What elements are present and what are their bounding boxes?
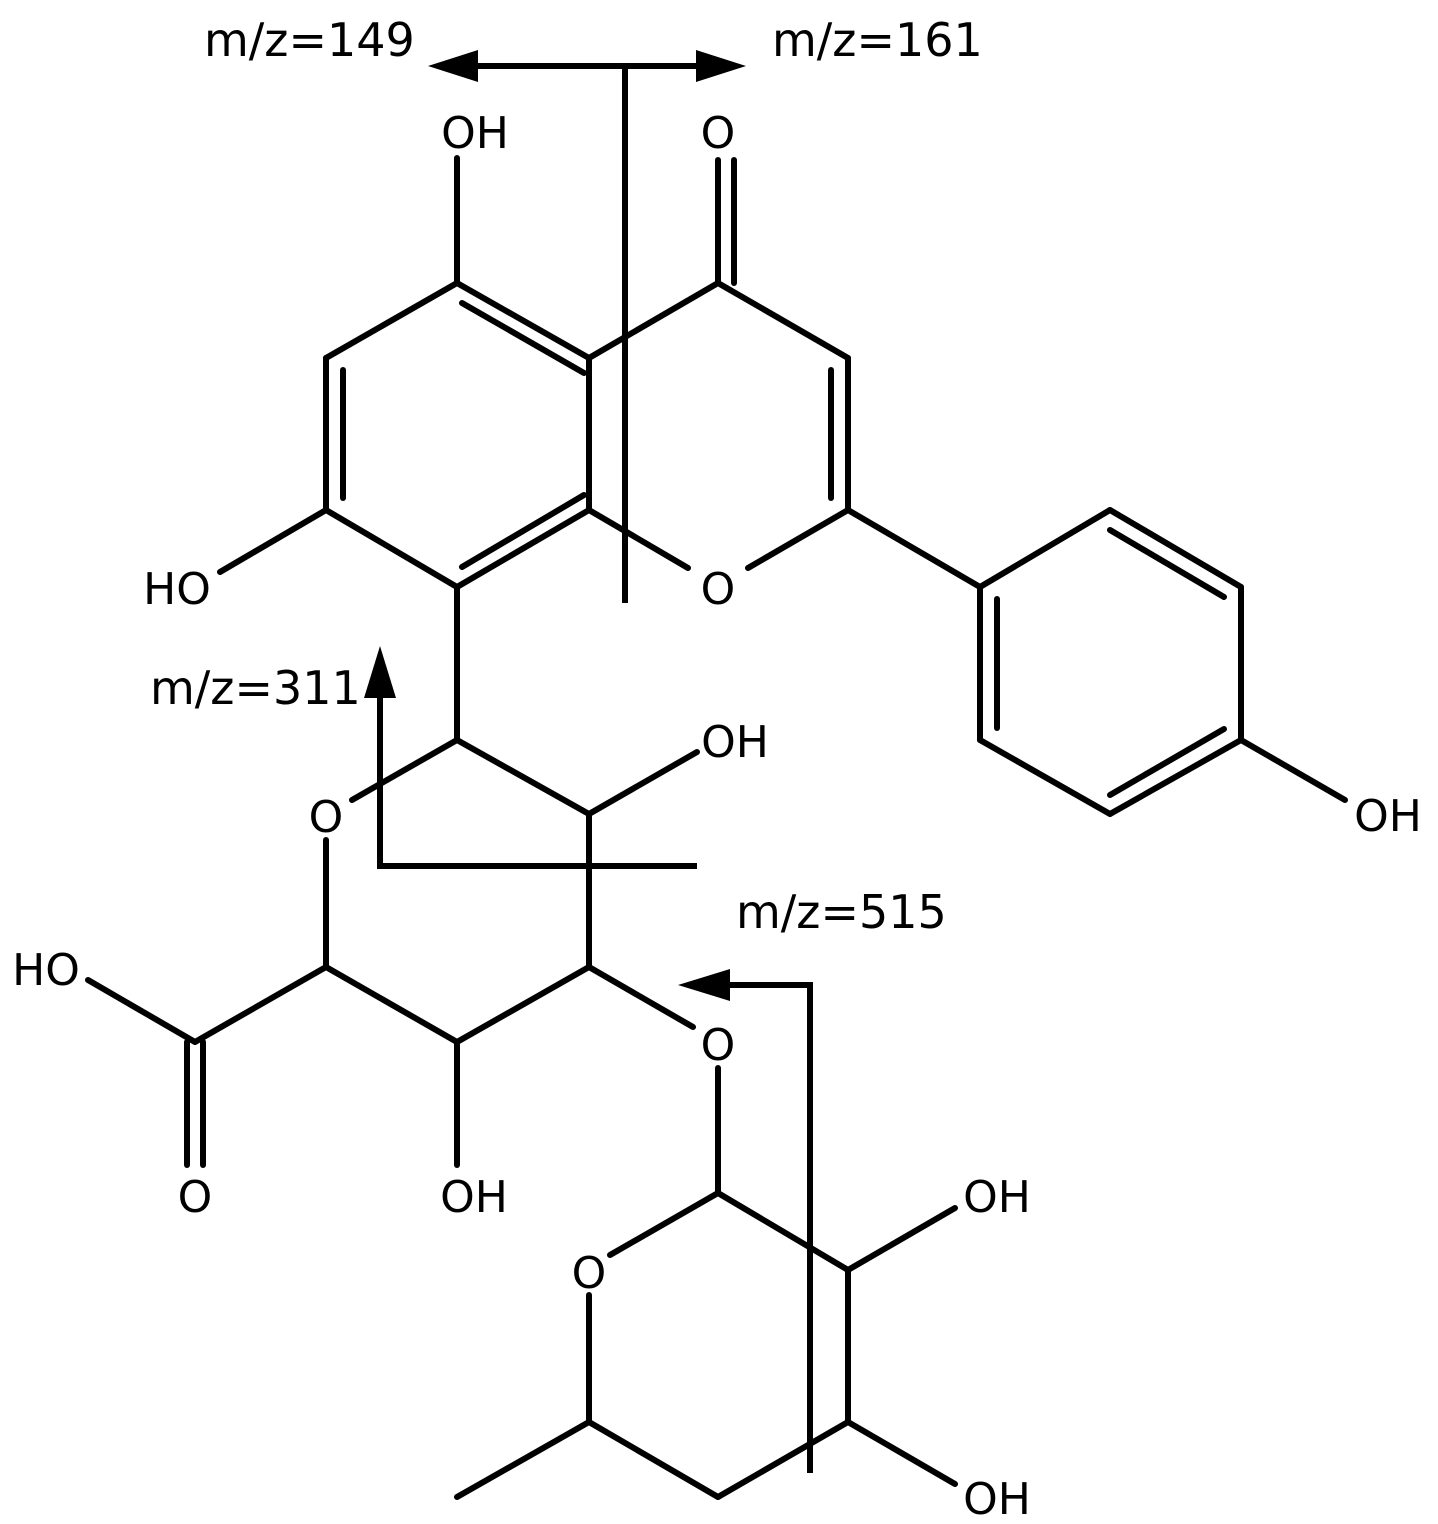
label-oh-glc2: OH bbox=[701, 717, 769, 768]
label-ho-7: HO bbox=[143, 564, 211, 615]
ring-b bbox=[845, 507, 1348, 817]
label-mz-149: m/z=149 bbox=[204, 13, 415, 67]
ring-c bbox=[586, 157, 851, 571]
label-o-carbonyl: O bbox=[701, 108, 736, 159]
ring-glucuronide bbox=[85, 584, 700, 1168]
ring-rhamnose bbox=[454, 1065, 958, 1500]
fragment-149-161-cleavage bbox=[428, 50, 746, 603]
label-oh-rha2: OH bbox=[963, 1172, 1031, 1223]
label-oh-rha3: OH bbox=[963, 1474, 1031, 1524]
fragment-311-cleavage bbox=[364, 646, 697, 869]
ring-a bbox=[323, 280, 592, 590]
label-mz-161: m/z=161 bbox=[772, 13, 983, 67]
fragment-515-cleavage bbox=[678, 969, 813, 1473]
label-o-acid: O bbox=[178, 1172, 213, 1223]
label-oh-4prime: OH bbox=[1354, 791, 1422, 842]
label-mz-311: m/z=311 bbox=[150, 661, 361, 715]
label-o-ring: O bbox=[701, 564, 736, 615]
label-o-glc-ring: O bbox=[309, 792, 344, 843]
label-oh-glc4: OH bbox=[440, 1172, 508, 1223]
label-mz-515: m/z=515 bbox=[736, 885, 947, 939]
label-ho-acid: HO bbox=[12, 945, 80, 996]
label-o-glyco: O bbox=[701, 1020, 736, 1071]
bond-7-oh bbox=[217, 507, 329, 575]
label-o-rha-ring: O bbox=[572, 1248, 607, 1299]
label-oh-5: OH bbox=[441, 108, 509, 159]
